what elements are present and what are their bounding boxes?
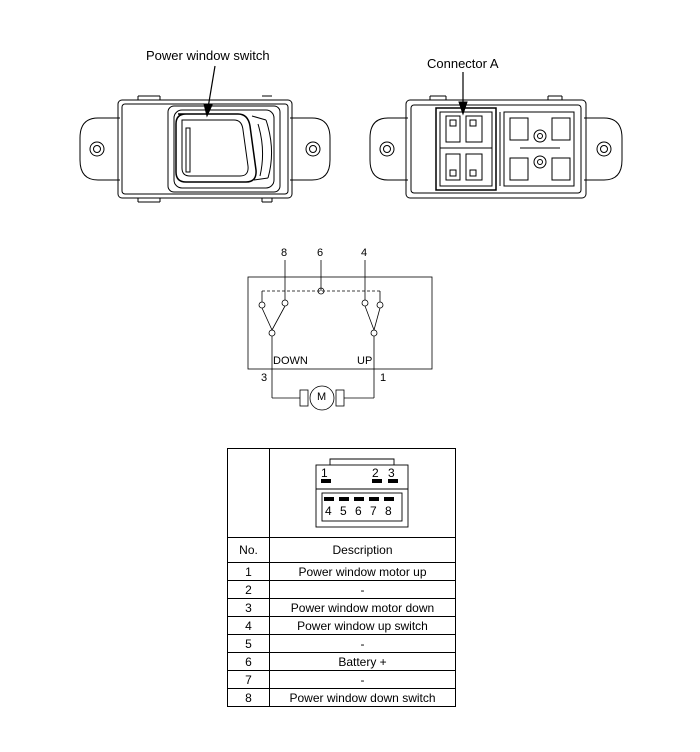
down-label: DOWN [273,355,308,367]
face-pin-7: 7 [370,504,377,518]
terminal-3-label: 3 [261,372,268,384]
connector-face-drawing: 1 2 3 4 5 6 7 8 [315,458,409,528]
switch-housing-box [247,276,433,370]
face-pin-8: 8 [385,504,392,518]
table-row: 2- [227,580,456,599]
terminal-6-label: 6 [317,247,324,259]
face-pin-4: 4 [325,504,332,518]
switch-top-view [79,95,331,203]
face-pin-5: 5 [340,504,347,518]
switch-rear-view [369,95,623,199]
face-pin-1: 1 [321,466,328,480]
table-header: No. Description [227,537,456,563]
connector-face-cell: 1 2 3 4 5 6 7 8 [269,448,456,538]
switch-label: Power window switch [146,48,270,63]
table-row: 5- [227,634,456,653]
terminal-4-label: 4 [361,247,368,259]
face-pin-2: 2 [372,466,379,480]
switch-schematic [247,260,433,411]
terminal-1-label: 1 [380,372,387,384]
component-drawings [79,65,623,411]
connector-a-label: Connector A [427,56,499,71]
terminal-8-label: 8 [281,247,288,259]
motor-label: M [317,391,327,403]
col-description-header: Description [269,537,456,563]
col-no-header: No. [227,537,270,563]
face-pin-6: 6 [355,504,362,518]
table-row: 7- [227,670,456,689]
face-pin-3: 3 [388,466,395,480]
motor-symbol [309,385,335,411]
connector-face-row: 1 2 3 4 5 6 7 8 [227,448,456,538]
up-label: UP [357,355,373,367]
